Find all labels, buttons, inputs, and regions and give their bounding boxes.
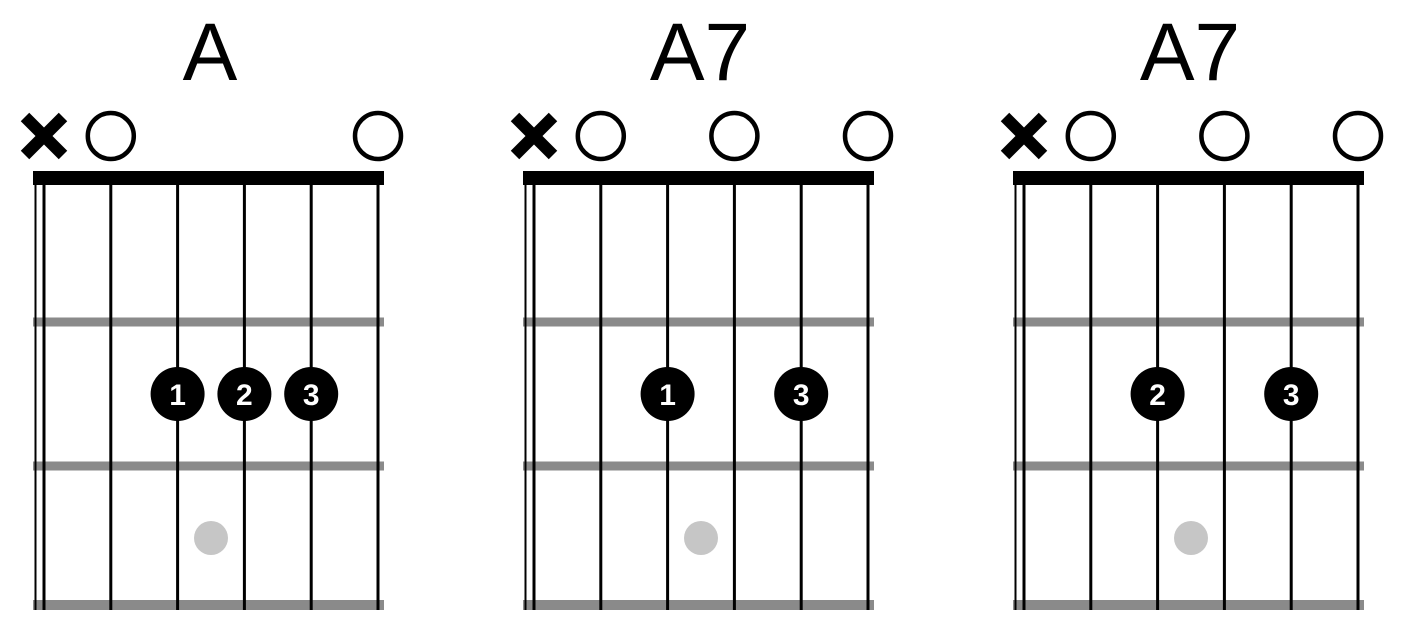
finger-dot (217, 367, 272, 421)
finger-number: 2 (1149, 379, 1166, 412)
open-string-circle-icon (709, 110, 760, 162)
open-string-circle-icon (842, 110, 894, 162)
open-string-circle-icon (1065, 110, 1117, 162)
chord-grid: 1 2 3 (20, 110, 404, 610)
open-string-circle-icon (1332, 110, 1384, 162)
fret-wire-1 (1013, 317, 1364, 327)
fret-wire-bottom (33, 600, 384, 610)
finger-number: 3 (793, 379, 810, 412)
fret-wire-2 (33, 461, 384, 471)
finger-dot (150, 367, 205, 421)
fret-wire-2 (1013, 461, 1364, 471)
fret-wire-bottom (523, 600, 874, 610)
open-string-circle-icon (1199, 110, 1250, 162)
fret-wire-1 (33, 317, 384, 327)
finger-dot (774, 367, 829, 421)
nut (33, 171, 384, 185)
finger-number: 3 (1283, 379, 1300, 412)
open-string-circle-icon (85, 110, 137, 162)
nut (523, 171, 874, 185)
muted-string-x-icon (510, 112, 558, 160)
fretboard-inlay-dot (1174, 521, 1208, 555)
chord-title: A7 (1139, 7, 1241, 98)
fretboard-inlay-dot (684, 521, 718, 555)
chord-title: A (182, 7, 238, 98)
nut (1013, 171, 1364, 185)
finger-number: 1 (659, 379, 676, 412)
finger-dot (640, 367, 695, 421)
finger-number: 2 (236, 379, 253, 412)
fret-wire-bottom (1013, 600, 1364, 610)
fret-wire-1 (523, 317, 874, 327)
finger-number: 3 (303, 379, 320, 412)
open-string-circle-icon (352, 110, 404, 162)
finger-number: 1 (169, 379, 186, 412)
muted-string-x-icon (1000, 112, 1048, 160)
chord-title: A7 (649, 7, 751, 98)
finger-dot (1130, 367, 1185, 421)
chord-diagram-a: A 1 2 3 (14, 4, 406, 619)
muted-string-x-icon (20, 112, 68, 160)
finger-dot (1264, 367, 1319, 421)
finger-dot (284, 367, 339, 421)
open-string-circle-icon (575, 110, 627, 162)
fret-wire-2 (523, 461, 874, 471)
fretboard-inlay-dot (194, 521, 228, 555)
